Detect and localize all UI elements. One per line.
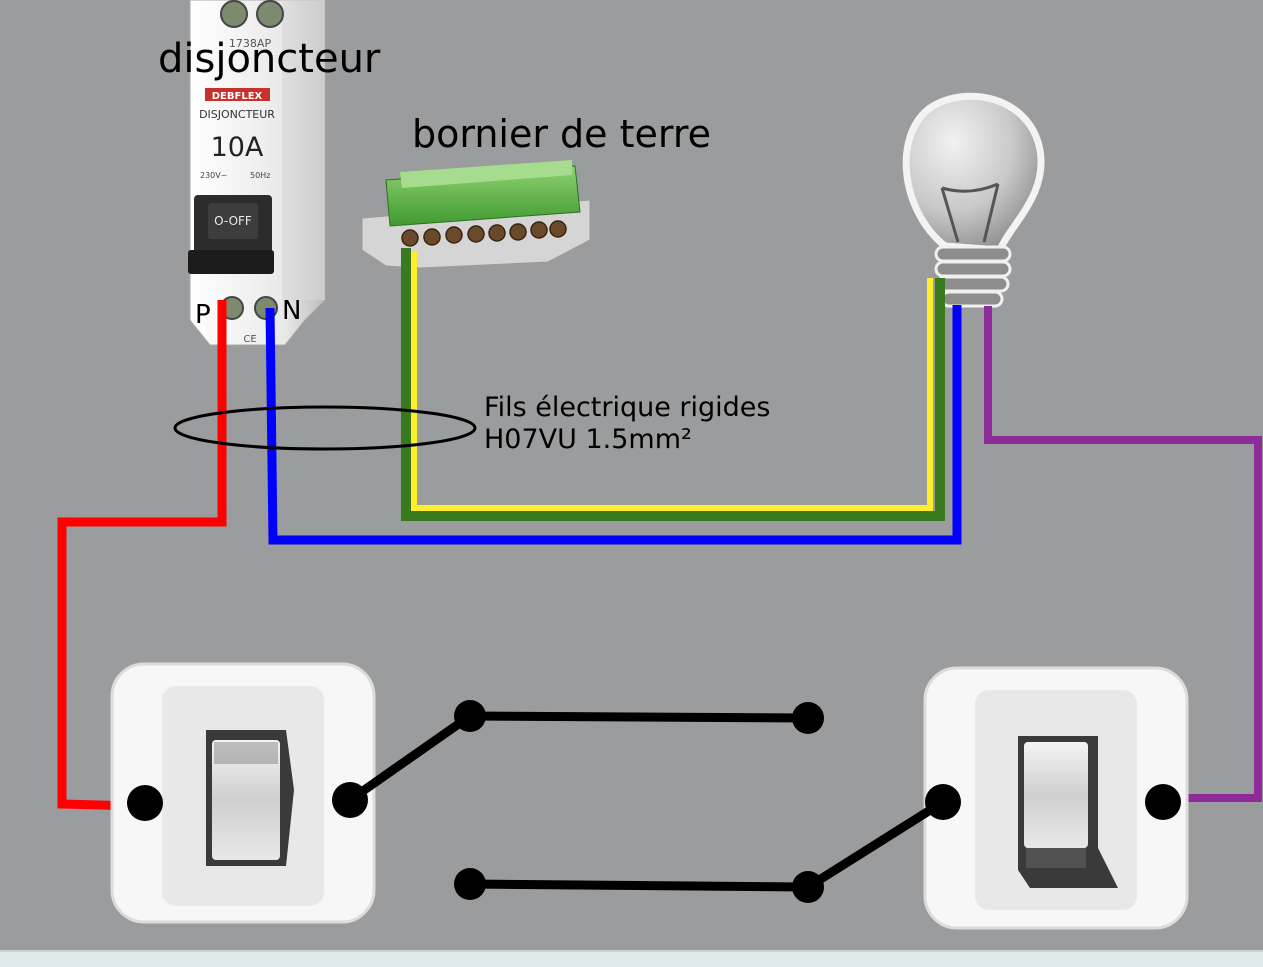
neutral-wire [265, 305, 962, 545]
wire-spec-line-1: Fils électrique rigides [484, 392, 771, 423]
wiring [57, 248, 1262, 811]
window-bottom-edge [0, 950, 1263, 967]
earth-terminal-title: bornier de terre [412, 112, 712, 156]
breaker-name: DISJONCTEUR [199, 108, 275, 121]
earth-wire-yellow [411, 252, 933, 511]
breaker-rating: 10A [211, 132, 264, 163]
breaker-part-number: 1738AP [229, 37, 272, 50]
earth-wire-green [401, 248, 945, 521]
breaker-brand: DEBFLEX [212, 91, 263, 102]
breaker-voltage: 230V~ [200, 171, 227, 180]
switch-terminals [127, 700, 1181, 903]
light-bulb-icon [902, 92, 1045, 308]
traveller-wires [345, 711, 948, 892]
switch-icon [923, 666, 1189, 930]
breaker-title: disjoncteur [158, 36, 381, 82]
breaker-state-label: O-OFF [214, 214, 252, 228]
circuit-breaker-icon: 1738AP DEBFLEX DISJONCTEUR 10A 230V~ 50H… [188, 0, 326, 346]
earth-terminal-block-icon [361, 160, 591, 269]
breaker-frequency: 50Hz [250, 171, 270, 180]
breaker-ce-mark: CE [243, 334, 256, 345]
wire-spec-note: Fils électrique rigides H07VU 1.5mm² [484, 392, 770, 456]
switch-icon [110, 662, 376, 924]
phase-wire [57, 300, 227, 811]
terminal-label-neutral: N [282, 296, 302, 326]
cable-bundle-marker [173, 405, 477, 451]
wire-spec-line-2: H07VU 1.5mm² [484, 424, 692, 455]
switched-return-wire [984, 306, 1262, 802]
terminal-label-phase: P [195, 300, 211, 330]
